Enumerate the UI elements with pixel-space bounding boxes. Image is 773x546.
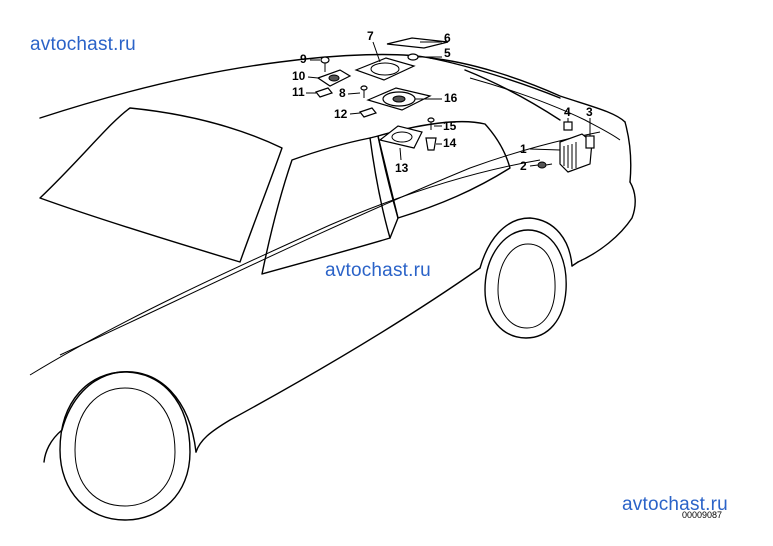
callout-5: 5 [444,46,451,60]
part-12-clip [358,107,378,118]
front-wheel [59,371,191,521]
callout-8: 8 [339,86,346,100]
callout-14: 14 [443,136,457,150]
part-4-clip [563,121,573,131]
front-side-window [261,137,391,275]
part-6-cover [386,37,449,49]
windshield [39,107,283,263]
callout-16: 16 [444,91,458,105]
callout-3: 3 [586,105,593,119]
part-14-nut [425,137,437,151]
callout-9: 9 [300,52,307,66]
part-3-connector [585,135,595,149]
callout-11: 11 [292,85,305,99]
b-pillar [369,135,399,239]
callout-7: 7 [367,29,374,43]
callout-2: 2 [520,159,527,173]
part-16-speaker [366,87,432,111]
part-1-amplifier [559,133,593,173]
watermark-bottom-right: avtochast.ru [622,494,728,515]
callout-1: 1 [520,142,527,156]
watermark-center: avtochast.ru [325,260,431,281]
callouts: 7 6 5 9 10 11 8 16 12 15 14 13 4 3 1 2 [292,29,593,175]
callout-10: 10 [292,69,306,83]
rear-wheel [484,229,567,339]
callout-12: 12 [334,107,348,121]
part-7-grille [354,57,416,81]
part-9-screw [320,56,330,72]
diagram-code: 00009087 [682,510,723,520]
callout-4: 4 [564,105,571,119]
callout-6: 6 [444,31,451,45]
part-2-bolt [537,161,553,169]
part-5-nut [407,53,419,61]
part-13-housing [378,125,423,149]
part-11-clip [314,87,334,98]
car-outline [29,53,636,463]
callout-15: 15 [443,119,457,133]
watermark-top-left: avtochast.ru [30,34,136,55]
part-10-bracket [316,69,352,87]
part-8-screw [360,85,368,98]
part-15-screw [427,117,435,130]
callout-13: 13 [395,161,409,175]
